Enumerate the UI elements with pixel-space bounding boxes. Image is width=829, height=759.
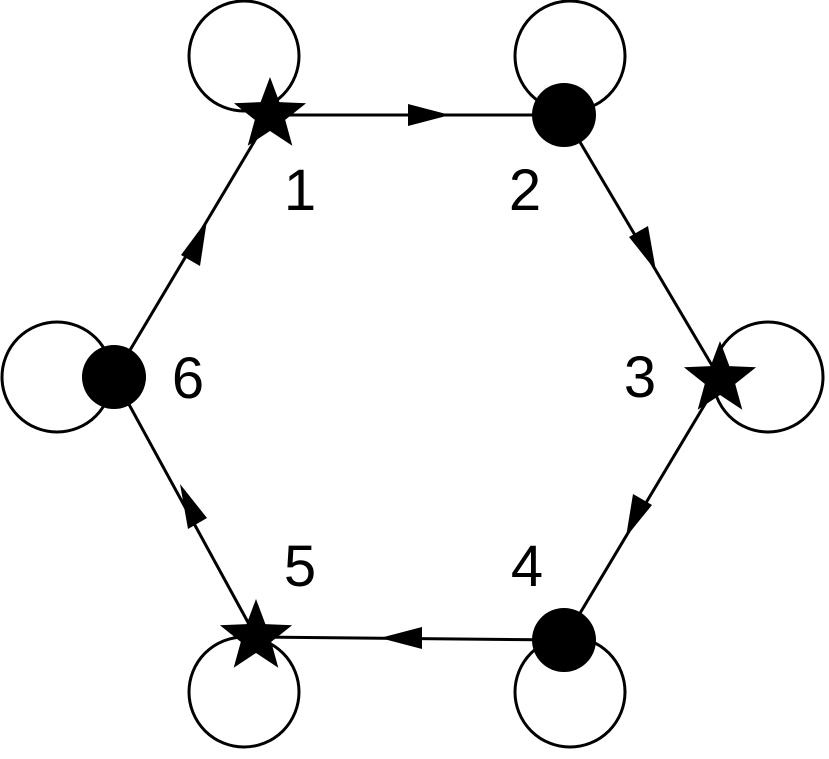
arrowhead-1-2 <box>408 104 450 126</box>
node-label-1: 1 <box>284 158 316 223</box>
node-label-3: 3 <box>624 345 656 410</box>
arrowhead-2-3 <box>629 226 656 271</box>
node-2-dot <box>532 83 596 147</box>
arrowhead-4-5 <box>380 627 422 649</box>
arrowhead-6-1 <box>181 220 207 266</box>
arrowhead-5-6 <box>180 484 207 529</box>
node-3-star <box>683 341 757 410</box>
node-4-dot <box>532 608 596 672</box>
node-label-4: 4 <box>511 534 543 599</box>
self-loop-1 <box>187 0 301 113</box>
node-label-6: 6 <box>172 346 204 411</box>
node-1-star <box>233 77 307 146</box>
node-label-5: 5 <box>284 534 316 599</box>
node-5-star <box>219 599 293 668</box>
node-6-dot <box>82 345 146 409</box>
node-label-2: 2 <box>509 158 541 223</box>
arrowhead-3-4 <box>626 494 652 537</box>
